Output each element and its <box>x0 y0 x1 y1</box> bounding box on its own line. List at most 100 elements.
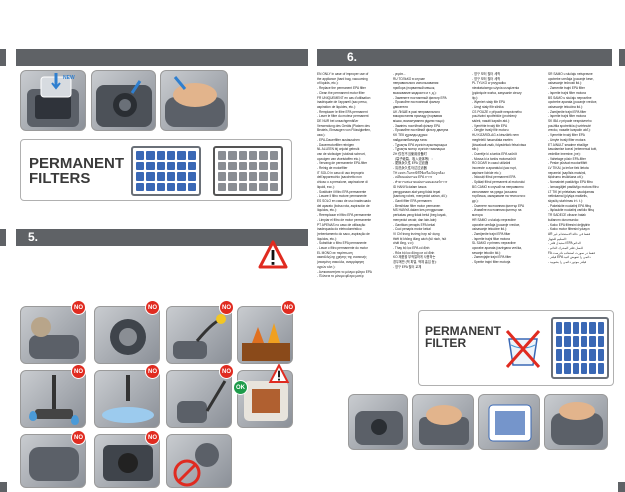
text-line: líquidos, etc.): <box>317 208 337 213</box>
text-line: sáček, nasátí kapalin atd.): <box>472 119 510 124</box>
motor-filter-icon <box>213 146 283 196</box>
text-line: торбичка, засмукване на течности и <box>472 194 526 199</box>
photo-ok-bag <box>237 370 293 428</box>
text-line: vedelike imemine, jne): <box>548 151 581 156</box>
text-line: (kantong robek, menyedot cairan, dll.): <box>393 194 448 199</box>
hepa-filter-grid <box>556 322 604 374</box>
text-line: пайдаланбағанда ғана: <box>393 137 428 142</box>
text-line: - استبدل فلتر EPA الدائم <box>548 241 581 246</box>
text-line: използване на уреда (скъсана <box>472 189 517 194</box>
left-edge-bar <box>0 49 6 66</box>
text-line: - 영구 모터 필터 세척 <box>472 76 501 81</box>
text-line: - Mossa ki a tartós motorszűrőt <box>472 156 516 161</box>
text-line: - Thay bộ lọc EPA cố định <box>393 246 430 251</box>
photo-hand-press <box>160 70 228 131</box>
text-line: - Izmazgājiet pastāvīgo motora filtru <box>548 184 599 189</box>
text-line: - Umyj stały filtr silnika <box>472 104 504 109</box>
photo-no-2 <box>94 306 160 364</box>
text-line: UK ЛИШЕ в разі неправильного <box>393 109 440 114</box>
text-line: kasutamise korral (rebenenud kott, <box>548 147 598 152</box>
water-drop-icon <box>71 415 79 425</box>
text-line: ακατάλληλης χρήσης της συσκευής <box>317 255 367 260</box>
open-lid-illustration <box>355 411 403 445</box>
text-line: - Omyjte trvalý filtr motoru <box>472 128 509 133</box>
text-line: uporabe aparata (raztrgana vrečka, <box>472 246 522 251</box>
text-line: - Înlocuiți filtrul permanent EPA <box>472 175 516 180</box>
text-line: ES SOLO en caso de uso inadecuado <box>317 198 371 203</box>
no-label: NO <box>284 305 293 311</box>
text-line: - Limpiar el filtro de motor permanente <box>317 217 372 222</box>
text-line: - Rửa bộ lọc động cơ cố định <box>393 250 435 255</box>
step5-header: 5. <box>16 229 308 246</box>
text-line: PT APENAS no caso de utilização <box>317 222 366 227</box>
text-line: - Reinig de motorfilter <box>317 166 348 171</box>
text-line: - فیلتر EPA دائمی را تعویض کنید <box>548 255 591 260</box>
warning-triangle-icon <box>268 364 290 383</box>
text-line: - 清洗永久性马达过滤器 <box>393 166 427 171</box>
embers-illustration <box>242 323 290 361</box>
text-line: - Сменете постоянния филтър EPA <box>472 203 525 208</box>
text-line: BS SAMO u slučaju nepravilne <box>548 95 592 100</box>
text-line: PL TYLKO w przypadku <box>472 81 506 86</box>
text-line: - Laver le filtre du moteur permanent <box>317 114 369 119</box>
text-line: aspirare lichide etc.): <box>472 170 502 175</box>
text-line: мотора <box>472 213 483 218</box>
text-line: - Isperite trajni filtar motora <box>472 236 510 241</box>
text-line: stb.): <box>472 147 480 152</box>
step5-label: 5. <box>28 230 39 244</box>
text-line: неправильного использования <box>393 81 439 86</box>
vacuum-hose-illustration <box>173 314 226 359</box>
text-line: - Lavare il filtro motore permanente <box>317 194 367 199</box>
text-line: всасывание жидкости и т. д.): <box>393 90 437 95</box>
text-line: chiuso o a pressione, aspirazione di <box>317 180 368 185</box>
text-line: - Kalıcı motor filtresini yıkayın <box>548 227 590 232</box>
text-line: прибора (порванный мешок, <box>393 86 436 91</box>
text-line: - Dauermotorfilter reinigen <box>317 142 355 147</box>
text-line: - EPA-Dauerfilter austauschen <box>317 137 360 142</box>
no-label: NO <box>74 435 83 441</box>
vacuum-opening-illustration <box>27 73 79 127</box>
text-line: - Isperite trajni filter motora <box>548 114 586 119</box>
text-line: the appliance (hard bag, vacuuming <box>317 76 368 81</box>
text-line: dell'apparecchio (sacchetto non <box>317 175 362 180</box>
text-line: - Измийте постоянния филтър на <box>472 208 522 213</box>
photo-vacuum-outdoor <box>166 306 232 364</box>
text-line: - Промойте постоянный фильтр <box>393 100 441 105</box>
text-line: - Lavar o filtro permanente do motor <box>317 246 368 251</box>
no-label: NO <box>148 369 157 375</box>
nozzle-water-illustration <box>35 375 73 419</box>
text-line: - Αντικαταστήστε το μόνιμο φίλτρο EPA <box>317 269 372 274</box>
text-line: - Vymeňte trvalý filter EPA <box>548 133 585 138</box>
text-line: SR SAMO u slučaju neispravne <box>548 72 593 76</box>
photo-vacuum-upright <box>166 370 232 428</box>
text-line: - Nomainiet pastāvīgo EPA filtru <box>548 180 593 185</box>
photo-no-embers <box>237 306 293 364</box>
text-line: - فیلتر موتور دائمی را بشویید <box>548 260 587 265</box>
text-line: - Isperite trajni filter motora <box>548 90 586 95</box>
no-label: NO <box>222 369 231 375</box>
no-sign-icon: NO <box>145 364 160 379</box>
text-line: - Zamijenite trajni EPA filter <box>548 109 587 114</box>
text-line: - Clean the permanent motor filter <box>317 90 365 95</box>
no-sign-icon: NO <box>71 364 86 379</box>
text-line: HR SAMO u slučaju nepravilne <box>472 217 516 222</box>
text-line: - Sostituire il filtro EPA permanente <box>317 189 367 194</box>
text-line: FR UNIQUEMENT en cas d'utilisation <box>317 95 371 100</box>
no-label: NO <box>148 435 157 441</box>
text-line: Verwendung des Geräts (Platzen des <box>317 123 370 128</box>
hepa-filter-icon <box>551 317 609 379</box>
text-line: používání spotřebiče (protržený <box>472 114 517 119</box>
text-line: kullanımı durumunda: <box>548 217 579 222</box>
text-line: TH เฉพาะในกรณีที่ใช้เครื่องไม่ถูกต้อง <box>393 170 445 175</box>
photo-no-liquids <box>94 370 160 428</box>
text-line: megfelelő használata esetén <box>472 137 513 142</box>
text-line: - Cuci penapis motor kekal <box>393 227 431 232</box>
left-edge-bar-2 <box>0 229 6 246</box>
text-line: VI Chỉ trong trường hợp sử dụng <box>393 231 440 236</box>
text-line: Beutels, Einsaugen von Flüssigkeiten, <box>317 128 371 133</box>
text-line: RO DOAR în cazul utilizării <box>472 161 511 166</box>
no-label: NO <box>148 305 157 311</box>
ok-sign-icon: OK <box>233 380 248 395</box>
text-line: MS HANYA dalam kes penggunaan <box>393 208 444 213</box>
